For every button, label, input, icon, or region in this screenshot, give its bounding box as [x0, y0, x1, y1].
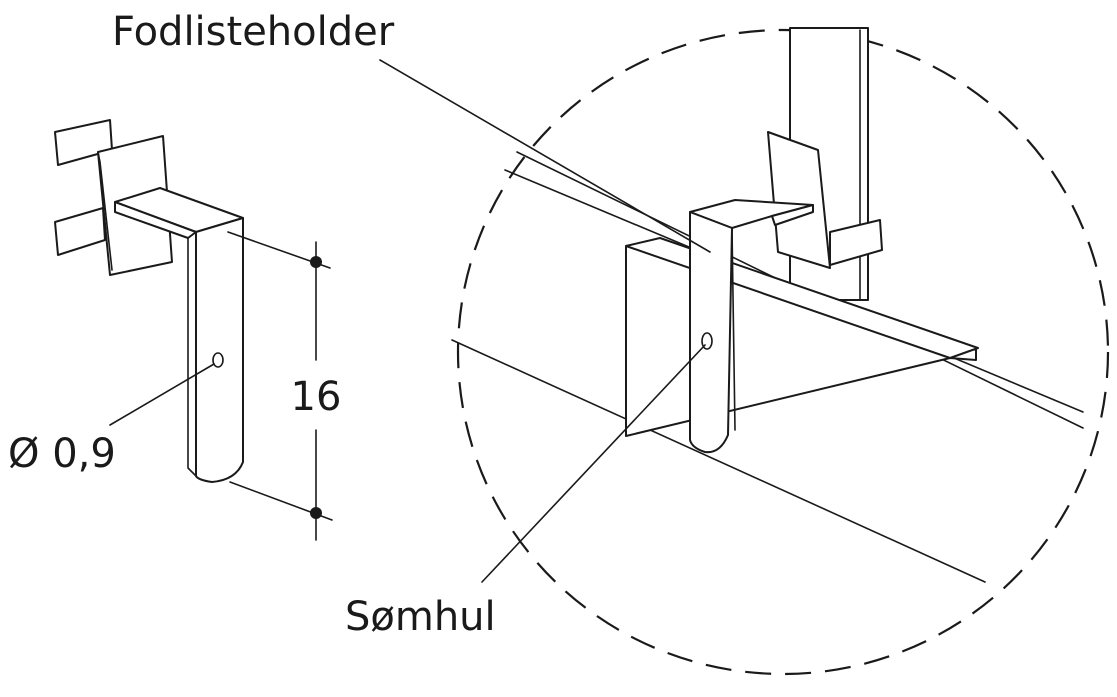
clip-plate-edge: [97, 151, 113, 271]
installed-nail-hole: [701, 332, 713, 350]
dimension-dot-top: [310, 256, 322, 268]
holder-annotation: Fodlisteholder: [112, 9, 711, 253]
clip-prong-lower: [54, 207, 106, 256]
post-clip-band: [829, 219, 883, 266]
diameter-leader-line: [109, 363, 215, 426]
nail-hole-detail: [212, 352, 224, 368]
floor-edge-line: [451, 339, 986, 583]
installed-holder-flange-edge: [771, 204, 814, 226]
nail-hole-annotation: Sømhul: [345, 344, 706, 640]
holder-part-detail: [54, 119, 244, 483]
length-dimension: 16: [227, 231, 342, 541]
detail-circle: [456, 28, 1110, 676]
diameter-label: Ø 0,9: [8, 431, 116, 477]
nail-hole-label: Sømhul: [345, 594, 496, 640]
holder-label: Fodlisteholder: [112, 9, 395, 55]
holder-tongue: [195, 217, 244, 483]
diameter-annotation: Ø 0,9: [8, 363, 215, 477]
holder-tongue-side: [187, 237, 197, 477]
holder-leader-line: [379, 59, 711, 253]
installed-holder-tongue-side: [731, 227, 736, 431]
dimension-dot-bottom: [310, 507, 322, 519]
installation-detail: [451, 27, 1110, 676]
installed-holder-tongue: [689, 211, 733, 454]
nail-hole-leader-line: [481, 344, 706, 583]
length-label: 16: [291, 374, 342, 420]
